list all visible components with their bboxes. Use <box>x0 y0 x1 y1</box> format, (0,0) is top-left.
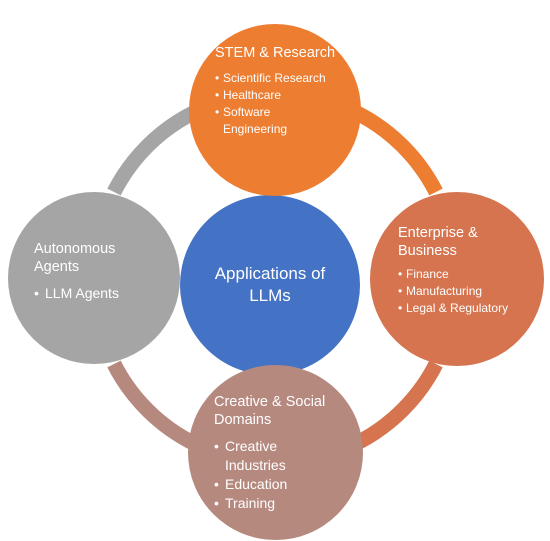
center-title: Applications of LLMs <box>214 264 326 305</box>
autonomous-agents-title: Autonomous Agents <box>34 241 116 275</box>
list-item: Scientific Research <box>215 70 361 87</box>
list-item: Software Engineering <box>215 104 313 138</box>
stem-research-node: STEM & Research Scientific Research Heal… <box>189 24 361 196</box>
stem-research-list: Scientific Research Healthcare Software … <box>215 70 361 138</box>
list-item: Manufacturing <box>398 283 544 300</box>
creative-social-node: Creative & Social Domains Creative Indus… <box>188 365 363 540</box>
stem-research-title: STEM & Research <box>215 45 336 61</box>
creative-social-title: Creative & Social Domains <box>214 394 326 428</box>
creative-social-list: Creative Industries Education Training <box>214 437 363 513</box>
list-item: Creative Industries <box>214 437 335 475</box>
autonomous-agents-node: Autonomous Agents LLM Agents <box>8 192 180 364</box>
arc-creative-to-agents <box>107 360 199 451</box>
arc-enterprise-to-creative <box>351 360 443 451</box>
center-node: Applications of LLMs <box>180 195 360 375</box>
enterprise-business-list: Finance Manufacturing Legal & Regulatory <box>398 266 544 317</box>
list-item: Finance <box>398 266 544 283</box>
list-item: Education <box>214 475 335 494</box>
autonomous-agents-list: LLM Agents <box>34 284 180 302</box>
arc-stem-to-enterprise <box>351 105 443 196</box>
enterprise-business-title: Enterprise & Business <box>398 225 478 259</box>
list-item: Training <box>214 494 335 513</box>
list-item: Healthcare <box>215 87 361 104</box>
list-item: LLM Agents <box>34 284 180 302</box>
enterprise-business-node: Enterprise & Business Finance Manufactur… <box>370 192 544 366</box>
list-item: Legal & Regulatory <box>398 300 544 317</box>
arc-agents-to-stem <box>107 105 199 196</box>
